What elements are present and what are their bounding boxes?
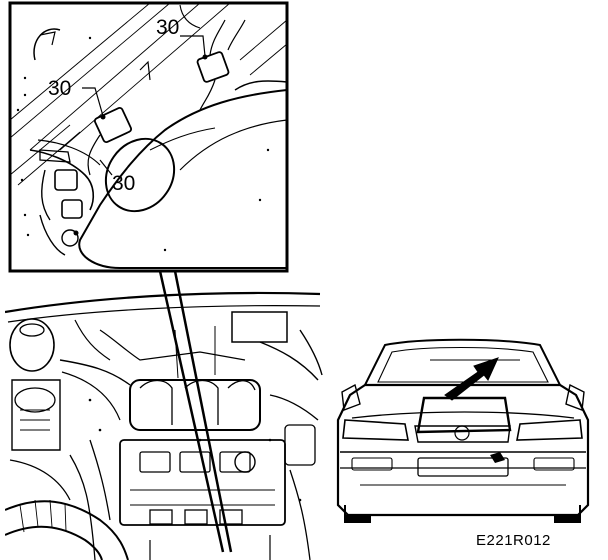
- detail-inset-frame: [8, 1, 289, 273]
- callout-label-top-right: 30: [156, 16, 179, 39]
- detail-inset: 30 30 30: [8, 1, 289, 273]
- car-front-view: [336, 338, 590, 523]
- figure-code-label: E221R012: [476, 532, 551, 549]
- callout-label-center: 30: [112, 172, 135, 195]
- engine-bay-illustration: [5, 291, 323, 560]
- callout-label-left: 30: [48, 77, 71, 100]
